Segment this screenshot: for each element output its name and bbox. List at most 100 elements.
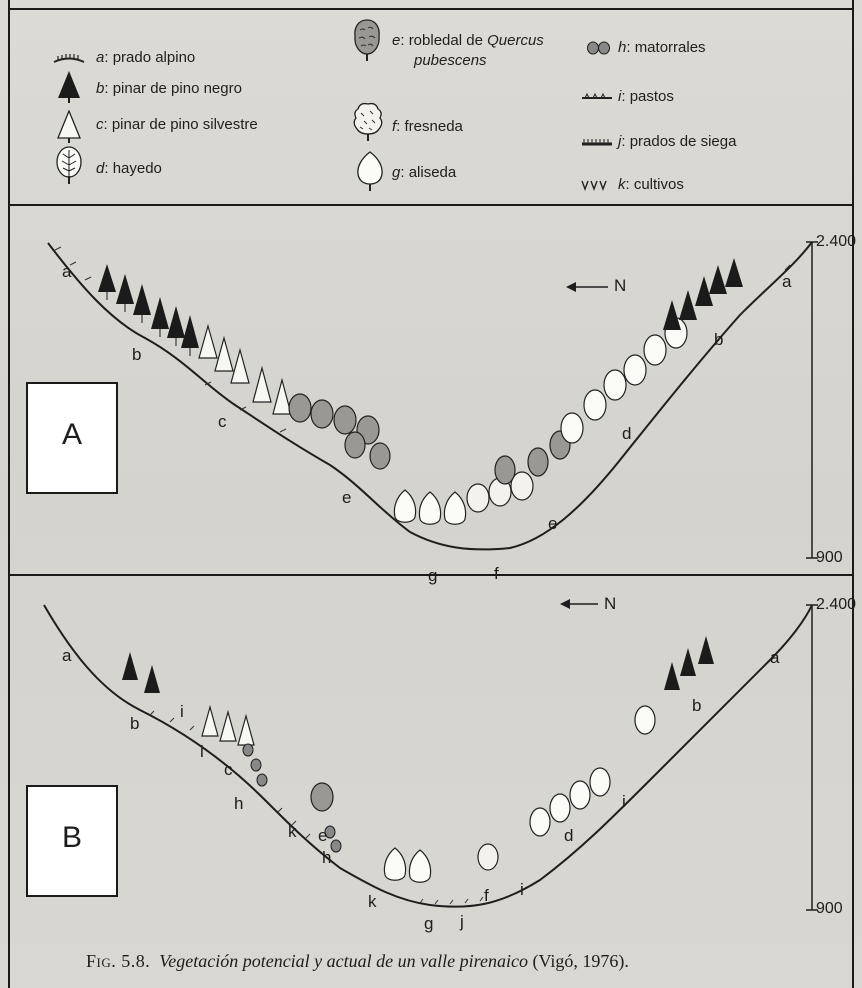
legend-key: h	[618, 39, 627, 56]
pasture-icon	[582, 92, 612, 99]
panel-b-shrubs	[242, 743, 342, 853]
panel-b-label: B	[61, 821, 82, 854]
panel-b-zone-i-1: i	[180, 702, 184, 721]
panel-a-zone-g: g	[428, 566, 438, 585]
legend-key: j	[618, 133, 622, 150]
legend-item-j: j: prados de siega	[618, 133, 737, 150]
panel-b-zone-k-2: k	[368, 892, 377, 911]
legend-item-k: k: cultivos	[618, 176, 684, 193]
legend-item-e: e: robledal de Quercus	[392, 32, 544, 49]
panel-a-elev-top: 2.400	[816, 233, 857, 250]
panel-a-zone-e-right: e	[548, 514, 558, 533]
black-pine-icon	[58, 71, 80, 103]
legend-item-c: c: pinar de pino silvestre	[96, 116, 258, 133]
legend-key: c	[96, 116, 104, 133]
panel-b-beeches	[529, 705, 656, 837]
caption-source: (Vigó, 1976).	[532, 951, 629, 971]
legend-desc: matorrales	[634, 39, 706, 56]
panel-b-label-box: B	[26, 785, 118, 897]
panel-b-scots-pines	[201, 704, 255, 746]
figure-caption: Fig. 5.8. Vegetación potencial y actual …	[86, 951, 629, 972]
panel-a-slope-hatch	[54, 246, 791, 433]
scots-pine-icon	[57, 110, 81, 143]
panel-b-elev-bottom: 900	[816, 900, 843, 917]
panel-b-zone-c: c	[224, 760, 233, 779]
panel-b-zone-i-4: i	[622, 792, 626, 811]
panel-a-zone-a-left: a	[62, 262, 72, 281]
frame-left-line	[8, 0, 10, 988]
panel-a-north-label: N	[614, 276, 627, 295]
panel-a-ashes	[466, 471, 534, 513]
legend-item-g: g: aliseda	[392, 164, 457, 181]
legend-desc: prado alpino	[112, 49, 196, 66]
panel-b-hatch	[149, 710, 484, 905]
panel-b-zone-k-1: k	[288, 822, 297, 841]
panel-b-oak	[310, 782, 334, 812]
hay-meadow-icon	[582, 139, 612, 146]
panel-b-zone-b-right: b	[692, 696, 702, 715]
panel-a-zone-c: c	[218, 412, 227, 431]
legend-key: d	[96, 160, 105, 177]
panel-b-elev-top: 2.400	[816, 596, 857, 613]
panel-b-zone-a-right: a	[770, 648, 780, 667]
legend-key: g	[392, 164, 401, 181]
alpine-meadow-icon	[53, 54, 85, 63]
panel-b-alders	[383, 847, 432, 883]
legend-item-b: b: pinar de pino negro	[96, 80, 242, 97]
legend-key: f	[392, 118, 397, 135]
legend-item-f: f: fresneda	[392, 118, 463, 135]
panel-a-elevation-bar	[806, 241, 818, 559]
panel-a-north-arrow	[566, 282, 608, 292]
ash-icon	[353, 102, 383, 141]
panel-a-label: A	[61, 418, 82, 451]
alder-icon	[357, 151, 383, 191]
panel-b-zone-e: e	[318, 826, 328, 845]
panel-a-valley-profile	[47, 241, 813, 551]
legend-desc: pinar de pino silvestre	[111, 116, 258, 133]
legend-item-i: i: pastos	[618, 88, 674, 105]
legend-desc: fresneda	[404, 118, 463, 135]
panel-a-zone-e-left: e	[342, 488, 352, 507]
oak-icon	[354, 19, 380, 61]
panel-b-zone-i-2: i	[200, 742, 204, 761]
legend-item-h: h: matorrales	[618, 39, 706, 56]
shrub-icon	[587, 41, 610, 55]
panel-b-elevation-bar	[806, 604, 818, 911]
panel-b-zone-h-1: h	[234, 794, 244, 813]
panel-b-black-pines-right	[664, 636, 714, 690]
panel-a-label-box: A	[26, 382, 118, 494]
panel-a-black-pines	[98, 264, 199, 356]
panel-b-zone-b-left: b	[130, 714, 140, 733]
panel-b-zone-j: j	[460, 912, 464, 931]
caption-title: Vegetación potencial y actual de un vall…	[159, 951, 528, 971]
legend-desc: pastos	[629, 88, 674, 105]
frame-right-line	[852, 0, 854, 988]
panel-b-north-arrow	[560, 599, 598, 609]
frame-top-line	[8, 8, 854, 10]
legend-key: b	[96, 80, 105, 97]
panel-a-zone-b-left: b	[132, 345, 142, 364]
panel-a-zone-a-right: a	[782, 272, 792, 291]
panel-b-zone-f: f	[484, 886, 489, 905]
crops-icon	[581, 180, 607, 191]
panel-a-elev-bottom: 900	[816, 549, 843, 566]
panel-b-zone-i-3: i	[520, 880, 524, 899]
legend-desc: hayedo	[112, 160, 162, 177]
panel-b-ash	[477, 843, 499, 871]
panel-divider-line	[8, 574, 854, 576]
legend-item-e-line2: pubescens	[414, 52, 487, 69]
panel-a-scots-pines	[198, 323, 292, 415]
caption-fig-number: Fig. 5.8.	[86, 951, 151, 971]
legend-divider-line	[8, 204, 854, 206]
legend-key: k	[618, 176, 626, 193]
panel-b-zone-a-left: a	[62, 646, 72, 665]
panel-b-zone-h-2: h	[322, 848, 332, 867]
legend-item-a: a: prado alpino	[96, 49, 196, 66]
panel-b-zone-g: g	[424, 914, 434, 933]
panel-b-black-pines	[122, 652, 160, 693]
legend-desc-italic-2: pubescens	[414, 52, 487, 69]
legend-desc: prados de siega	[629, 133, 737, 150]
legend-desc: robledal de	[408, 32, 488, 49]
